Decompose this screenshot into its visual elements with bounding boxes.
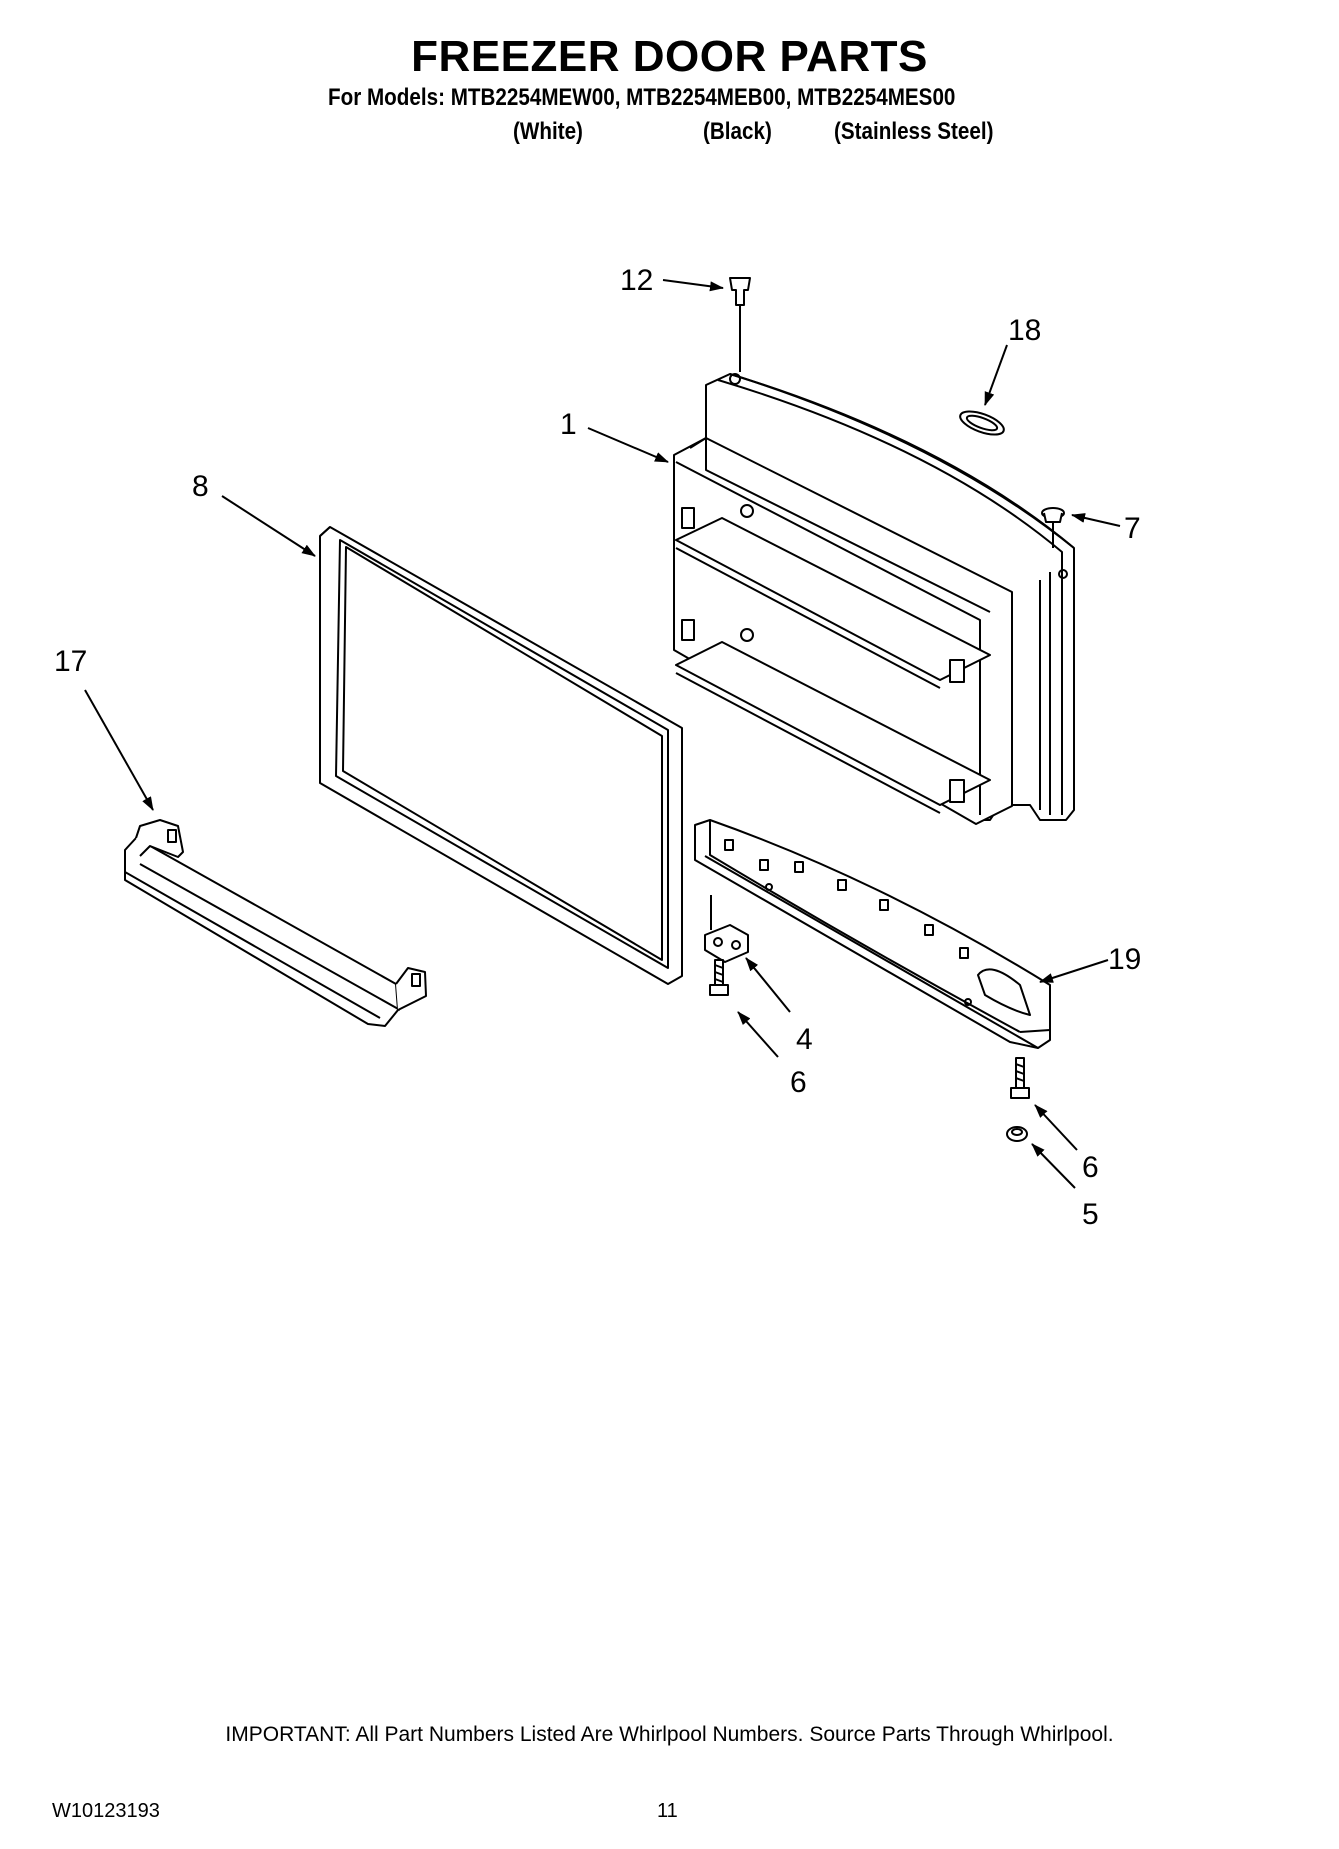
leader-8 <box>221 495 316 557</box>
callout-4: 4 <box>796 1023 813 1056</box>
footer-note: IMPORTANT: All Part Numbers Listed Are W… <box>225 1723 1114 1746</box>
leader-5 <box>1031 1143 1076 1189</box>
leader-4 <box>745 957 791 1013</box>
screw-bottom-part <box>1010 1057 1030 1099</box>
nut-part <box>1006 1126 1028 1142</box>
callout-18: 18 <box>1008 314 1041 347</box>
handle-part <box>124 819 427 1027</box>
callout-17: 17 <box>54 645 87 678</box>
callout-5: 5 <box>1082 1198 1099 1231</box>
leader-7 <box>1071 513 1121 527</box>
callout-1: 1 <box>560 408 577 441</box>
callout-6-upper: 6 <box>790 1066 807 1099</box>
callout-12: 12 <box>620 264 653 297</box>
page-number: 11 <box>657 1800 678 1822</box>
variant-white: (White) <box>513 118 583 145</box>
screw-hinge-part <box>709 959 729 996</box>
leader-lines <box>84 279 1121 1189</box>
leader-1 <box>587 427 669 463</box>
door-trim-part <box>694 819 1051 1049</box>
callout-8: 8 <box>192 470 209 503</box>
model-list: For Models: MTB2254MEW00, MTB2254MEB00, … <box>328 84 956 111</box>
page-title: FREEZER DOOR PARTS <box>411 32 928 81</box>
variant-black: (Black) <box>703 118 772 145</box>
leader-12 <box>662 279 724 292</box>
badge-part <box>959 410 1005 436</box>
badge-inner <box>965 414 999 432</box>
callout-7: 7 <box>1124 512 1141 545</box>
document-id: W10123193 <box>52 1800 160 1822</box>
callout-6-lower: 6 <box>1082 1151 1099 1184</box>
leader-19 <box>1039 959 1109 983</box>
leader-18 <box>984 344 1008 406</box>
variant-stainless: (Stainless Steel) <box>834 118 994 145</box>
gasket-part <box>319 526 683 985</box>
leader-17 <box>84 689 154 811</box>
side-plug-part <box>1041 507 1065 548</box>
door-assembly-part <box>673 373 1075 825</box>
top-plug-part <box>729 277 751 372</box>
leader-6-upper <box>737 1011 779 1058</box>
leader-6-lower <box>1034 1104 1078 1151</box>
hinge-bracket-part <box>704 895 749 963</box>
callout-19: 19 <box>1108 943 1141 976</box>
